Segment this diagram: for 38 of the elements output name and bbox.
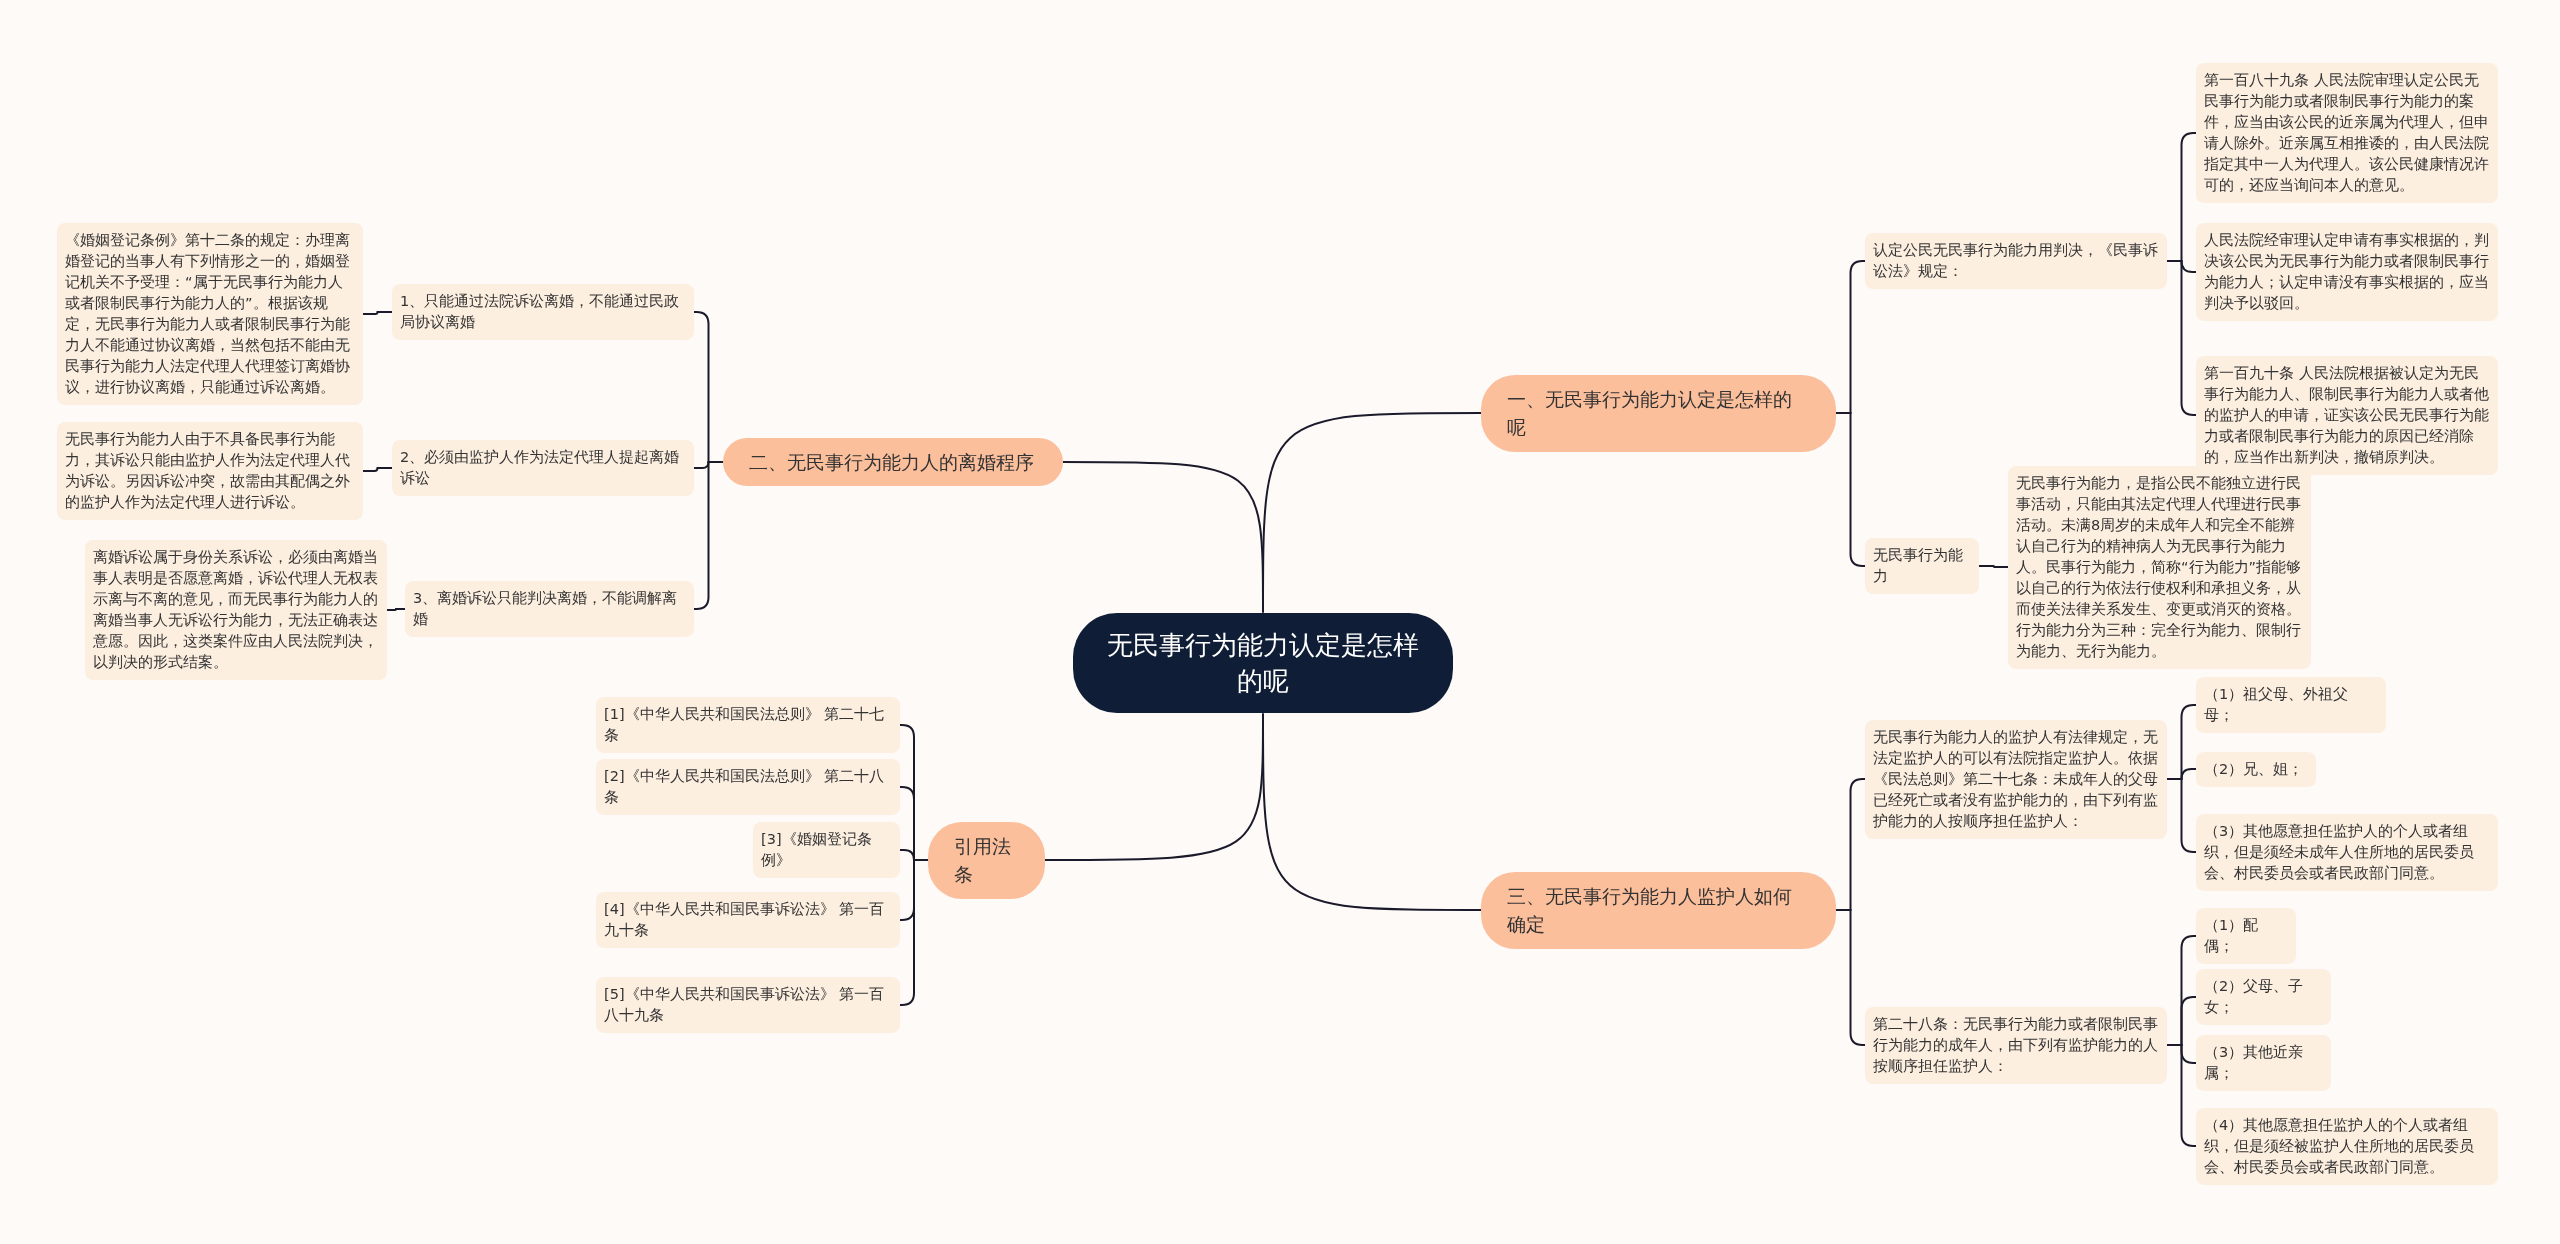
- topic-card: （1）祖父母、外祖父母；: [2196, 677, 2386, 734]
- topic-card: （4）其他愿意担任监护人的个人或者组织，但是须经被监护人住所地的居民委员会、村民委员会或者民政部门同意。: [2196, 1107, 2498, 1185]
- topic-card: （3）其他近亲属；: [2196, 1035, 2331, 1092]
- topic-card: 无民事行为能力，是指公民不能独立进行民事活动，只能由其法定代理人代理进行民事活动。未满8周岁的未成年人和完全不能辨认自己行为的精神病人为无民事行为能力人。民事行为能力，简称“行为能力”指能够以自己的行为依法行使权利和承担义务，从而使关法律关系发生、变更或消灭的资格。行为能力分为三种：完全行为能力、限制行为能力、无行为能力。: [2008, 465, 2311, 669]
- topic-card: [1]《中华人民共和国民法总则》 第二十七条: [596, 697, 900, 754]
- topic-card: （1）配偶；: [2196, 908, 2296, 965]
- branch-topic: 一、无民事行为能力认定是怎样的呢: [1481, 374, 1836, 452]
- topic-card: 人民法院经审理认定申请有事实根据的，判决该公民为无民事行为能力或者限制民事行为能力人；认定申请没有事实根据的，应当判决予以驳回。: [2196, 223, 2498, 322]
- topic-card: （3）其他愿意担任监护人的个人或者组织，但是须经未成年人住所地的居民委员会、村民委员会或者民政部门同意。: [2196, 813, 2498, 891]
- topic-card: （2）兄、姐；: [2196, 751, 2316, 787]
- connector-line: [1062, 461, 1264, 614]
- topic-card: [2]《中华人民共和国民法总则》 第二十八条: [596, 759, 900, 816]
- connector-line: [386, 608, 406, 611]
- connector-line: [899, 849, 929, 861]
- topic-card: 无民事行为能力: [1865, 538, 1979, 595]
- topic-card: 无民事行为能力人由于不具备民事行为能力，其诉讼只能由监护人作为法定代理人代为诉讼。另因诉讼冲突，故需由其配偶之外的监护人作为法定代理人进行诉讼。: [57, 422, 363, 521]
- topic-card: 第一百九十条 人民法院根据被认定为无民事行为能力人、限制民事行为能力人或者他的监护人的申请，证实该公民无民事行为能力或者限制民事行为能力的原因已经消除的，应当作出新判决，撤销原判决。: [2196, 355, 2498, 475]
- topic-card: 认定公民无民事行为能力用判决，《民事诉讼法》规定：: [1865, 233, 2167, 290]
- branch-topic: 引用法条: [928, 821, 1045, 899]
- connector-line: [1044, 712, 1264, 861]
- central-topic: 无民事行为能力认定是怎样的呢: [1073, 612, 1453, 714]
- branch-topic: 二、无民事行为能力人的离婚程序: [723, 437, 1063, 486]
- topic-card: 无民事行为能力人的监护人有法律规定，无法定监护人的可以有法院指定监护人。依据《民法总则》第二十七条：未成年人的父母已经死亡或者没有监护能力的，由下列有监护能力的人按顺序担任监护人：: [1865, 719, 2167, 839]
- topic-card: 2、必须由监护人作为法定代理人提起离婚诉讼: [392, 440, 694, 497]
- topic-card: 第一百八十九条 人民法院审理认定公民无民事行为能力或者限制民事行为能力的案件，应当由该公民的近亲属为代理人，但申请人除外。近亲属互相推诿的，由人民法院指定其中一人为代理人。该公民健康情况许可的，还应当询问本人的意见。: [2196, 63, 2498, 204]
- connector-line: [362, 467, 393, 472]
- connector-line: [1978, 565, 2009, 568]
- topic-card: 3、离婚诉讼只能判决离婚，不能调解离婚: [405, 581, 694, 638]
- topic-card: [4]《中华人民共和国民事诉讼法》 第一百九十条: [596, 892, 900, 949]
- topic-card: [3]《婚姻登记条例》: [753, 822, 900, 879]
- connector-line: [362, 311, 393, 315]
- topic-card: 1、只能通过法院诉讼离婚，不能通过民政局协议离婚: [392, 284, 694, 341]
- branch-topic: 三、无民事行为能力人监护人如何确定: [1481, 871, 1836, 949]
- topic-card: 《婚姻登记条例》第十二条的规定：办理离婚登记的当事人有下列情形之一的，婚姻登记机关不予受理：“属于无民事行为能力人或者限制民事行为能力人的”。根据该规定，无民事行为能力人或者限制民事行为能力人不能通过协议离婚，当然包括不能由无民事行为能力人法定代理人代理签订离婚协议，进行协议离婚，只能通过诉讼离婚。: [57, 223, 363, 406]
- topic-card: [5]《中华人民共和国民事诉讼法》 第一百八十九条: [596, 977, 900, 1034]
- topic-card: 第二十八条：无民事行为能力或者限制民事行为能力的成年人，由下列有监护能力的人按顺序担任监护人：: [1865, 1006, 2167, 1084]
- topic-card: 离婚诉讼属于身份关系诉讼，必须由离婚当事人表明是否愿意离婚，诉讼代理人无权表示离与不离的意见，而无民事行为能力人的离婚当事人无诉讼行为能力，无法正确表达意愿。因此，这类案件应由人民法院判决，以判决的形式结案。: [85, 540, 387, 681]
- topic-card: （2）父母、子女；: [2196, 969, 2331, 1026]
